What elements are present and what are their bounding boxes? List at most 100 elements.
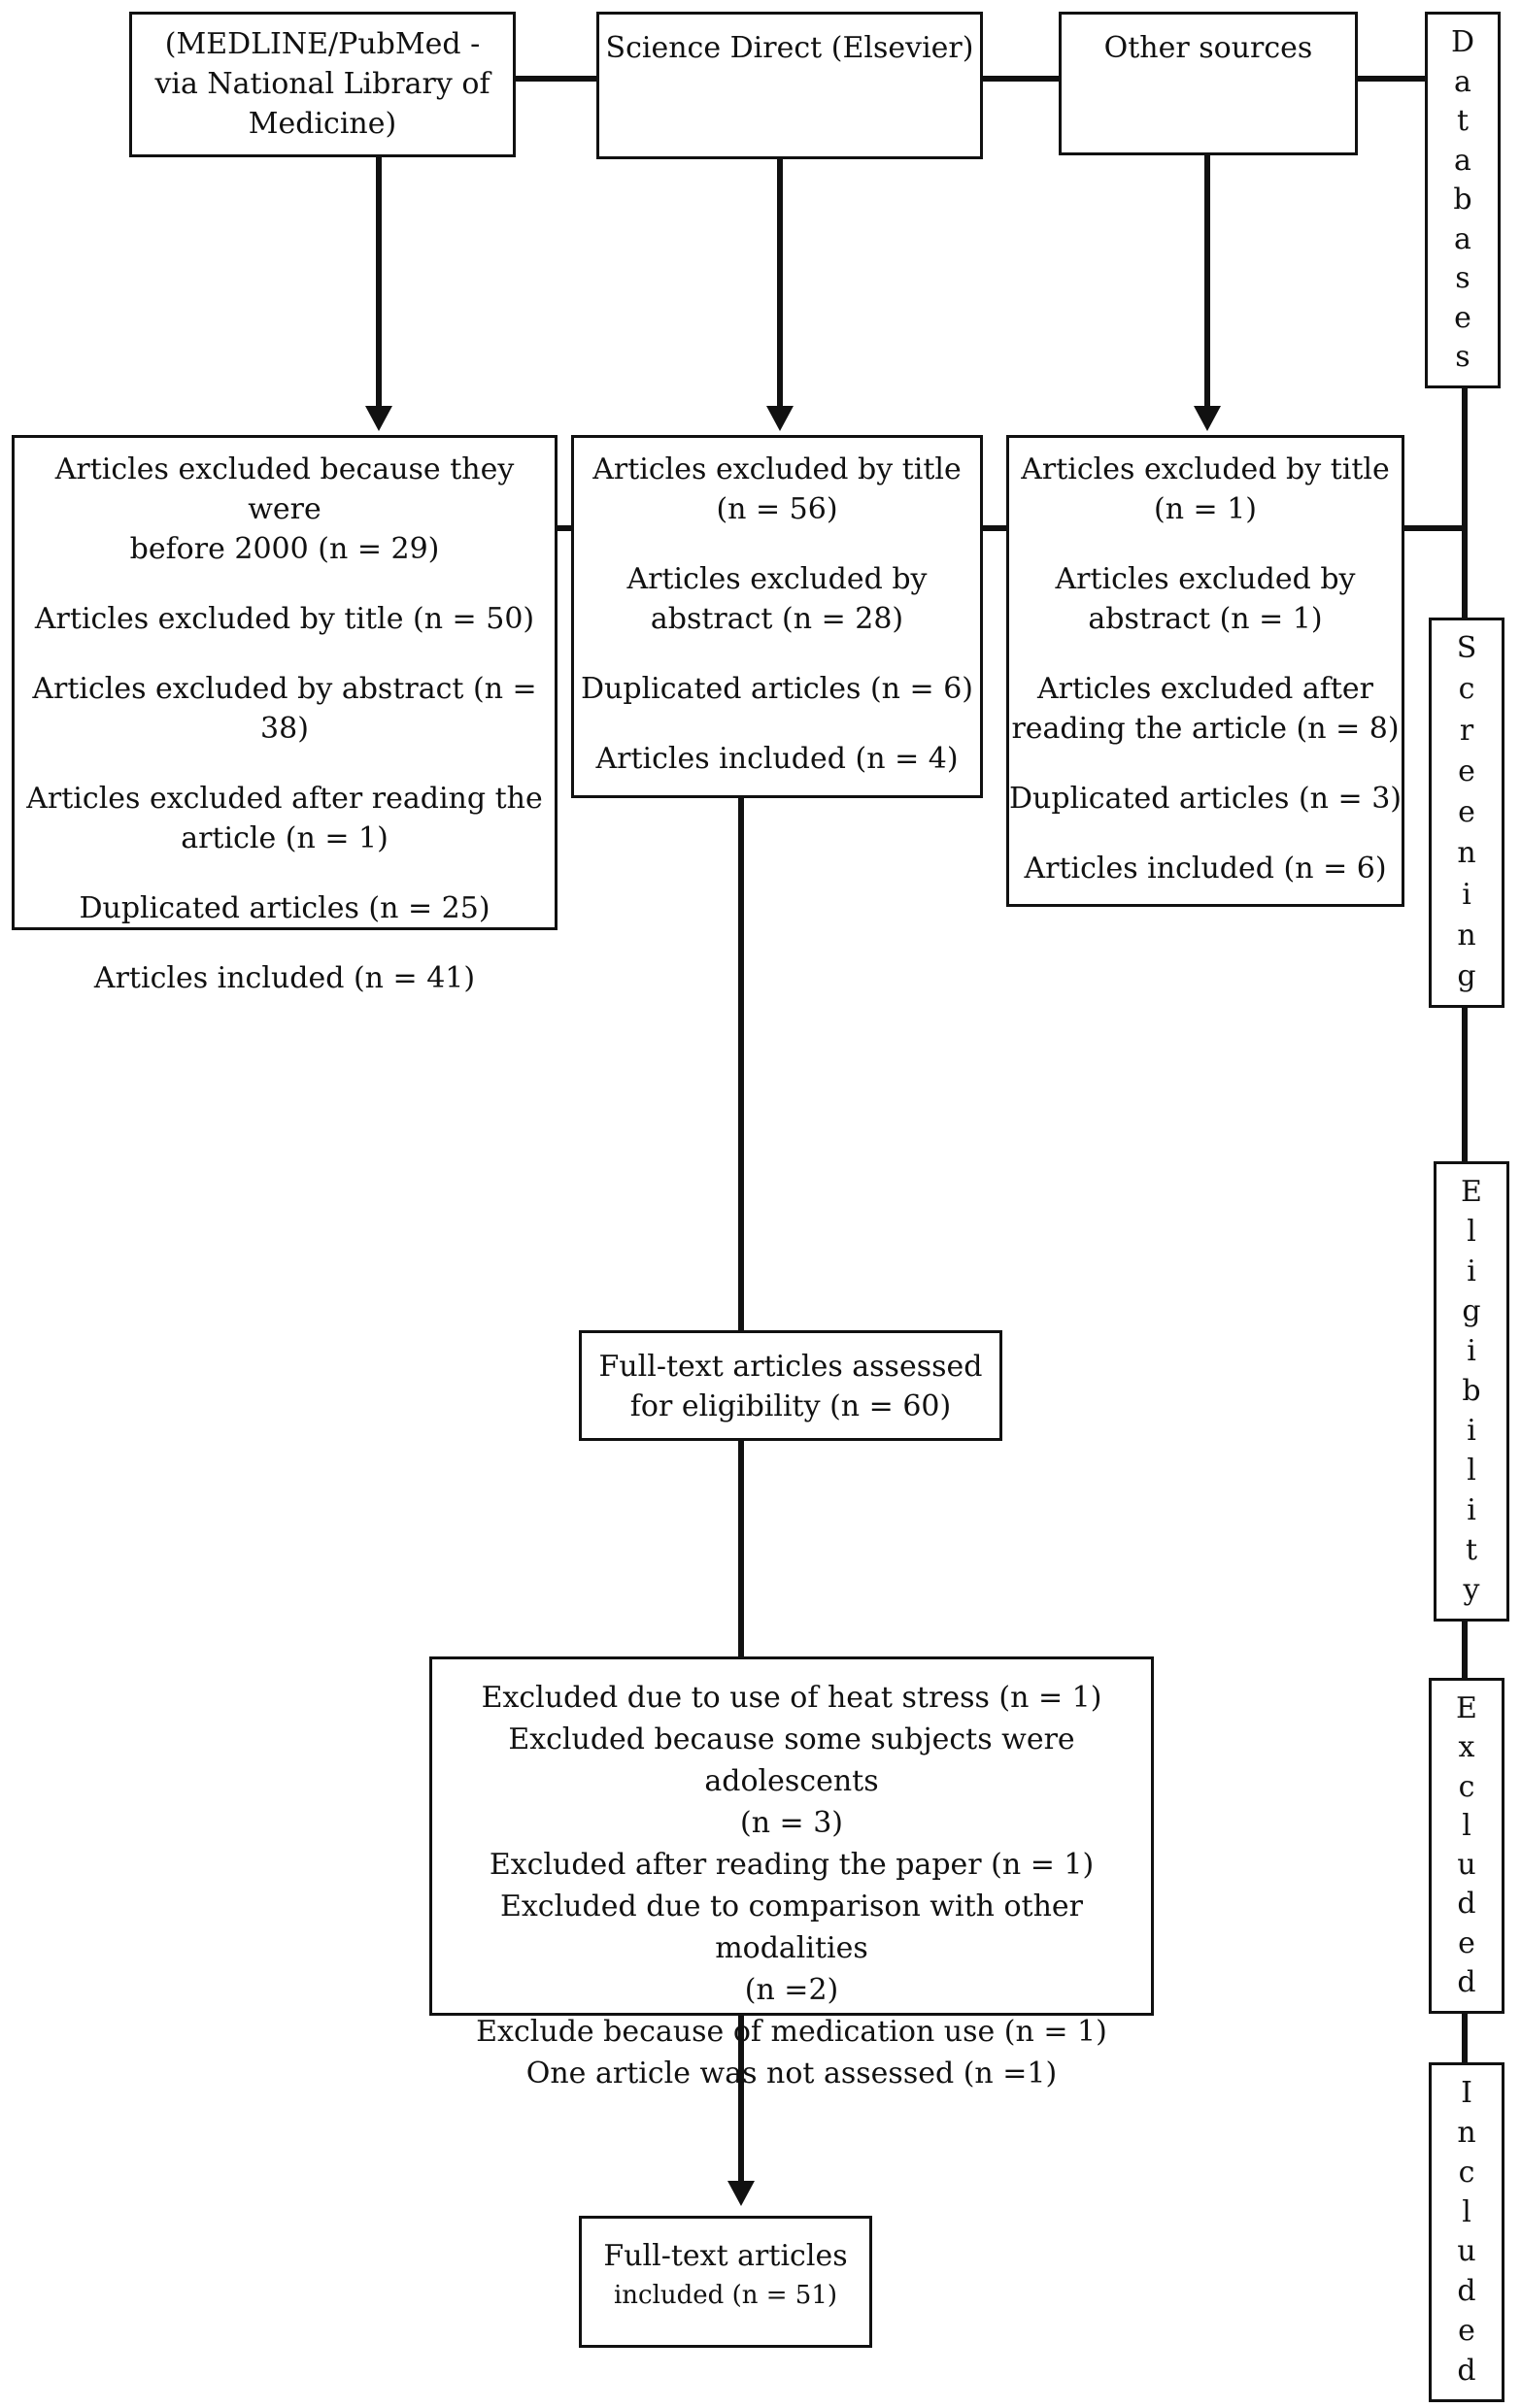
eligibility-box: Full-text articles assessed for eligibil… [579,1330,1002,1441]
stage-label-letter: a [1454,143,1471,178]
stage-label-letter: r [1459,713,1474,748]
stage-label-letter: l [1467,1454,1476,1488]
screening-line: abstract (n = 1) [1088,602,1323,636]
included-line: included (n = 51) [613,2281,838,2310]
stage-label-letter: n [1457,918,1476,953]
stage-label-letter: a [1454,64,1471,99]
screening-box-medline: Articles excluded because they were befo… [12,435,558,995]
stage-label-letter: b [1462,1374,1481,1408]
stage-label-letter: y [1463,1573,1480,1607]
stage-label-letter: e [1458,795,1475,829]
stage-label-letter: i [1467,1493,1476,1527]
stage-label-letter: E [1456,1691,1477,1725]
stage-label-letter: t [1456,104,1470,138]
screening-line: Duplicated articles (n = 6) [581,672,973,706]
excluded-line: Exclude because of medication use (n = 1… [476,2015,1107,2049]
stage-label-letter: c [1458,2155,1475,2190]
screening-line: Articles included (n = 41) [93,961,476,995]
connector-other-down [1204,155,1210,406]
screening-line: Duplicated articles (n = 25) [79,891,490,925]
stage-label-letter: e [1458,2314,1475,2349]
stage-label-letter: d [1457,2354,1476,2388]
stage-label-letter: n [1457,2115,1476,2150]
screening-line: reading the article (n = 8) [1011,712,1400,746]
excluded-line: (n = 3) [739,1806,844,1840]
source-science-direct-line: Science Direct (Elsevier) [605,31,974,65]
screening-line: Articles excluded by [626,562,928,596]
source-box-other: Other sources [1059,12,1358,155]
excluded-box: Excluded due to use of heat stress (n = … [429,1656,1154,2090]
stage-label-letter: e [1454,300,1471,335]
screening-line: Articles included (n = 4) [595,742,959,776]
source-medline-line: via National Library of [154,67,490,101]
source-other-line: Other sources [1103,31,1313,65]
connector-excluded-to-included [738,2010,744,2183]
connector-medline-down [376,155,382,406]
stage-label-letter: c [1458,672,1475,707]
screening-line: Articles excluded after [1037,672,1373,706]
stage-label-letter: d [1457,1887,1476,1922]
screening-line: Articles excluded by abstract (n = 38) [32,672,537,746]
stage-label-letter: s [1455,340,1470,374]
screening-line: before 2000 (n = 29) [129,532,440,566]
screening-box-other: Articles excluded by title (n = 1) Artic… [1006,435,1404,907]
stage-label-letter: I [1461,2076,1472,2110]
stage-label-letter: t [1465,1533,1478,1567]
source-box-science-direct: Science Direct (Elsevier) [596,12,983,159]
screening-line: Articles excluded by title (n = 50) [34,602,535,636]
stage-label-letter: g [1462,1294,1481,1328]
eligibility-line: for eligibility (n = 60) [629,1389,952,1423]
stage-label-letter: a [1454,221,1471,256]
stage-label-letter: g [1457,959,1476,993]
stage-label-letter: n [1457,836,1476,871]
stage-label-letter: s [1455,261,1470,295]
connector-eligibility-to-excluded [738,1437,744,1660]
screening-line: abstract (n = 28) [650,602,904,636]
stage-label-letter: i [1467,1334,1476,1368]
stage-label-letter: u [1457,1848,1476,1883]
source-medline-line: Medicine) [248,107,397,141]
source-box-medline: (MEDLINE/PubMed - via National Library o… [129,12,516,157]
excluded-line: Excluded because some subjects were adol… [508,1722,1075,1798]
screening-line: Articles excluded by [1055,562,1356,596]
stage-label-letter: l [1462,1808,1471,1843]
excluded-line: Excluded due to use of heat stress (n = … [481,1681,1102,1715]
stage-label-letter: E [1461,1175,1482,1209]
stage-label-letter: x [1458,1730,1475,1765]
excluded-line: Excluded after reading the paper (n = 1) [489,1848,1095,1882]
source-medline-line: (MEDLINE/PubMed - [164,27,481,61]
screening-line: article (n = 1) [181,821,389,855]
connector-trunk-to-eligibility [738,796,744,1330]
stage-label-letter: i [1467,1414,1476,1448]
stage-label-letter: d [1457,1965,1476,1999]
stage-label-letter: d [1457,2274,1476,2309]
stage-label-letter: l [1462,2194,1471,2229]
included-line: Full-text articles [603,2239,848,2273]
screening-box-science-direct: Articles excluded by title (n = 56) Arti… [571,435,983,798]
stage-label-letter: D [1450,25,1475,59]
connector-science-direct-down [777,157,783,406]
stage-label-letter: i [1467,1254,1476,1288]
arrowhead-medline [365,406,392,431]
screening-line: (n = 1) [1153,492,1258,526]
screening-line: Articles excluded because they were [54,452,515,526]
screening-line: (n = 56) [716,492,838,526]
eligibility-line: Full-text articles assessed [598,1350,983,1384]
arrowhead-other [1194,406,1221,431]
stage-label-letter: S [1456,631,1477,665]
screening-line: Articles excluded after reading the [26,782,543,816]
excluded-line: (n =2) [744,1973,839,2007]
stage-label-letter: c [1458,1769,1475,1804]
stage-label-letter: i [1462,877,1471,912]
stage-label-letter: e [1458,753,1475,788]
stage-label-letter: u [1457,2234,1476,2269]
stage-label-letter: l [1467,1215,1476,1249]
excluded-line: One article was not assessed (n =1) [525,2057,1058,2090]
excluded-line: Excluded due to comparison with other mo… [499,1890,1084,1965]
screening-line: Articles excluded by title [592,452,962,486]
